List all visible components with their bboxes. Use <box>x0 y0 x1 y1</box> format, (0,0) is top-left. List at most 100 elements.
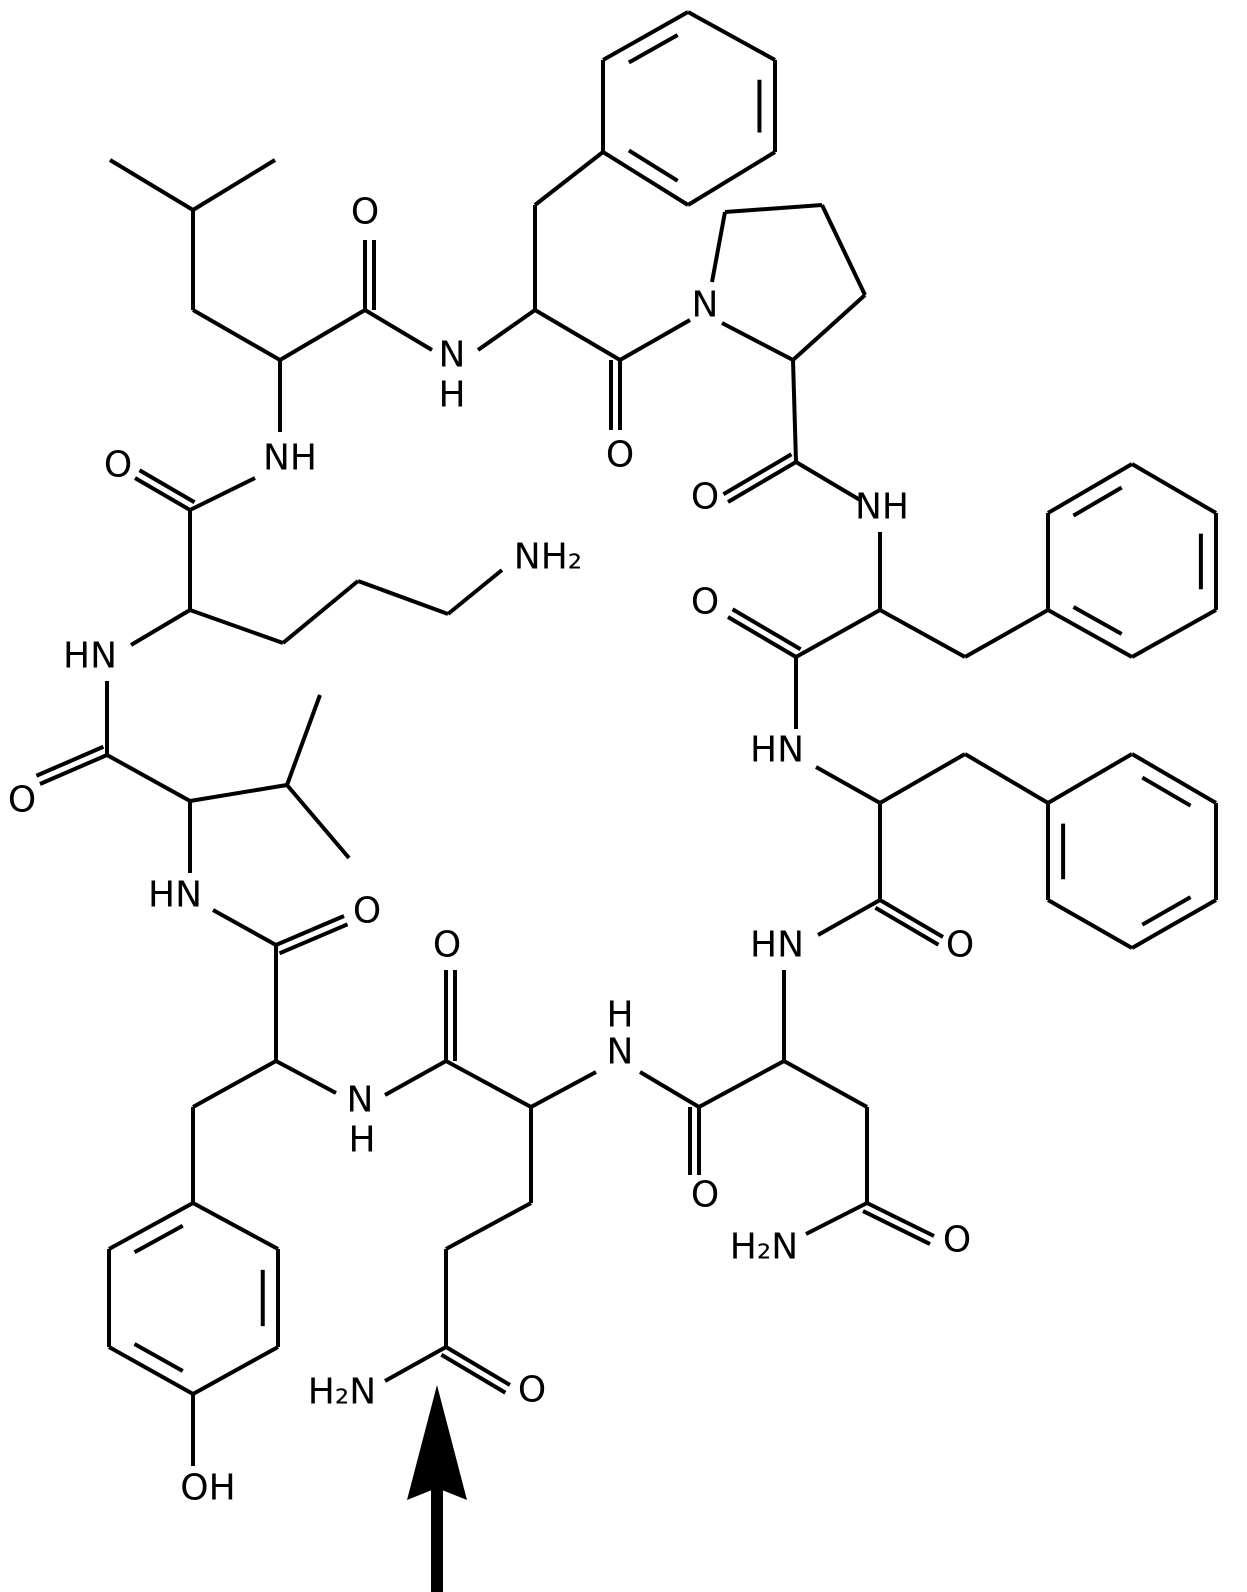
atom-label-leu-nh: NH <box>263 438 317 479</box>
phenyl-ring-double-bond <box>1072 485 1123 518</box>
bond <box>384 1345 447 1383</box>
phenyl-ring-double-bond <box>1141 895 1192 927</box>
bond <box>726 460 798 504</box>
atom-label-gln-h2n: H₂N <box>308 1372 376 1413</box>
double-bond <box>731 607 802 651</box>
phenyl-ring-bond <box>1131 608 1217 659</box>
bond <box>39 753 108 786</box>
bond <box>820 204 867 296</box>
bond <box>108 158 195 212</box>
bond <box>964 608 1049 659</box>
bond <box>106 753 191 803</box>
bond <box>278 308 367 362</box>
bond <box>192 1059 277 1109</box>
bond <box>191 158 277 212</box>
bond <box>446 568 504 616</box>
atom-label-pro-n: N <box>692 285 719 326</box>
bond <box>533 308 622 362</box>
phenyl-ring-bond <box>1130 752 1218 805</box>
phenyl-ring-bond <box>686 150 777 207</box>
bond <box>805 1201 868 1236</box>
bond <box>619 318 691 362</box>
phenol-ring-bond <box>108 1201 194 1251</box>
phenol-ring-double-bond <box>133 1224 184 1254</box>
atom-label-asn-hn: HN <box>750 925 804 966</box>
atom-label-pro-o: O <box>691 477 719 518</box>
phenyl-ring-bond <box>687 10 776 62</box>
atom-label-tyr-oh: OH <box>180 1468 235 1509</box>
atom-label-phe1-o: O <box>606 435 634 476</box>
atom-label-asn-o: O <box>691 1175 719 1216</box>
bond <box>363 308 434 352</box>
atom-label-gln-side-o: O <box>518 1370 546 1411</box>
bonds <box>35 10 1218 1466</box>
phenol-ring-bond <box>192 1345 279 1396</box>
bond <box>275 914 345 947</box>
bond <box>189 476 256 512</box>
atom-label-n: N <box>347 1080 374 1121</box>
bond <box>357 579 449 616</box>
bond <box>384 1059 447 1097</box>
phenyl-ring-bond <box>1046 752 1134 805</box>
atom-label-h: H <box>348 1120 375 1161</box>
atom-label-orn-hn: HN <box>63 636 117 677</box>
atom-label-tyr-o: O <box>353 891 381 932</box>
atom-label-gln-o: O <box>433 925 461 966</box>
phenyl-ring-bond <box>1047 608 1133 659</box>
bond <box>783 1059 868 1109</box>
phenyl-ring-double-bond <box>1141 775 1192 808</box>
bond <box>795 608 881 659</box>
bond <box>275 1059 337 1095</box>
atom-label-phe2-nh: NH <box>855 487 909 528</box>
double-bond <box>874 906 940 947</box>
bond <box>638 1070 701 1109</box>
atom-label-orn-nh2: NH₂ <box>514 537 582 578</box>
atom-label-h: H <box>438 375 465 416</box>
atom-label-asn-h2n: H₂N <box>730 1227 798 1268</box>
bond <box>285 783 351 860</box>
bond <box>879 608 966 659</box>
bond <box>791 293 867 362</box>
atom-label-phe3-hn: HN <box>750 730 804 771</box>
bond <box>698 1059 785 1109</box>
bond <box>285 694 322 786</box>
bond <box>710 211 727 283</box>
bond <box>129 608 192 647</box>
bond <box>133 476 192 512</box>
atom-label-orn-o: O <box>104 445 132 486</box>
atom-labels: O N H O N O NH O HN O HN NH₂ NH O HN O H… <box>8 192 974 1509</box>
double-bond <box>440 1353 507 1395</box>
double-bond <box>138 468 196 504</box>
atom-label-val-o: O <box>8 780 36 821</box>
atom-label-phe2-o: O <box>691 582 719 623</box>
bond <box>212 908 277 947</box>
phenyl-ring-bond <box>602 10 689 62</box>
bond <box>794 460 862 502</box>
phenyl-ring-bond <box>1130 462 1218 515</box>
bond <box>189 608 284 645</box>
phenol-ring-double-bond <box>133 1342 184 1373</box>
phenyl-ring-bond <box>1131 898 1217 950</box>
atom-label-n: N <box>607 1032 634 1073</box>
phenol-ring-bond <box>108 1345 194 1396</box>
bond <box>963 752 1050 805</box>
atom-label-h: H <box>606 995 633 1036</box>
bond <box>791 359 798 463</box>
atom-label-n: N <box>439 335 466 376</box>
atom-label-phe3-o: O <box>946 925 974 966</box>
bond <box>533 150 605 207</box>
bond <box>530 1070 597 1109</box>
bond <box>281 579 360 645</box>
bond <box>815 765 881 805</box>
bond <box>866 1201 935 1238</box>
bond <box>817 898 881 937</box>
bond <box>445 1201 532 1251</box>
double-bond <box>862 1209 931 1246</box>
phenol-ring-bond <box>192 1201 279 1251</box>
bond <box>724 203 823 214</box>
phenyl-ring-double-bond <box>627 148 679 183</box>
arrow-up-icon <box>407 1385 467 1592</box>
double-bond <box>278 922 349 956</box>
